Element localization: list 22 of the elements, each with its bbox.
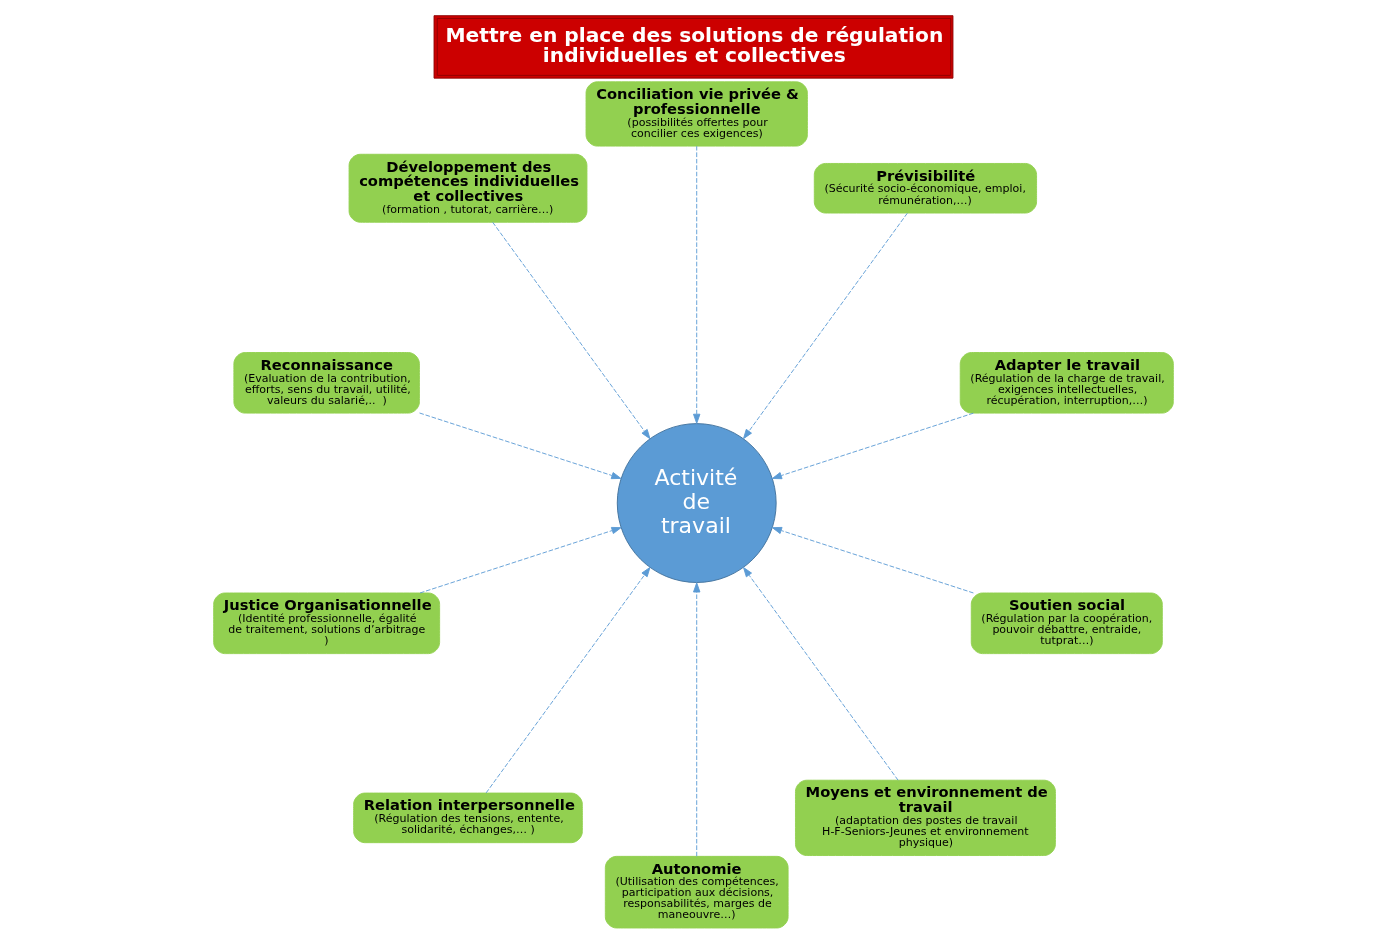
diagram-title: Mettre en place des solutions de régulation individuelles et collectives <box>445 22 943 68</box>
node-box: Soutien social (Régulation par la coopération, pouvoir débattre, entraide, tutprat…) <box>970 592 1163 655</box>
arrow <box>771 412 974 480</box>
node-box: Relation interpersonnelle (Régulation des tensions, entente, solidarité, échanges,… ) <box>352 792 583 844</box>
arrow <box>491 221 650 440</box>
node-circle: Activité de travail <box>616 423 777 583</box>
node-box: Adapter le travail (Régulation de la charge de travail, exigences intellectuelles, récupération, interruption,…) <box>959 352 1174 414</box>
arrow <box>742 567 899 781</box>
node-box: Conciliation vie privée & professionnelle (possibilités offertes pour concilier ces exigences) <box>585 81 808 147</box>
arrow <box>418 412 621 480</box>
arrow <box>485 567 650 794</box>
node-box: Justice Organisationnelle (Identité professionnelle, égalité de traitement, solutions d’arbitrage ) <box>212 592 440 655</box>
arrow <box>692 582 700 857</box>
arrow <box>692 145 700 424</box>
arrow <box>419 526 622 594</box>
node-box: Prévisibilité (Sécurité socio-économique, emploi, rémunération,…) <box>813 163 1037 214</box>
node-box: Reconnaissance (Evaluation de la contribution, efforts, sens du travail, utilité, valeurs du salarié,.. ) <box>232 352 420 414</box>
node-box: Moyens et environnement de travail (adaptation des postes de travail H-F-Seniors-Jeunes et environnement physique) <box>794 779 1056 856</box>
arrow <box>771 526 974 594</box>
node-box: Développement des compétences individuelles et collectives (formation , tutorat, carrière…) <box>348 153 587 223</box>
node-box: Autonomie (Utilisation des compétences, participation aux décisions, responsabilités, marges de maneouvre…) <box>604 855 789 929</box>
arrow <box>742 212 908 440</box>
